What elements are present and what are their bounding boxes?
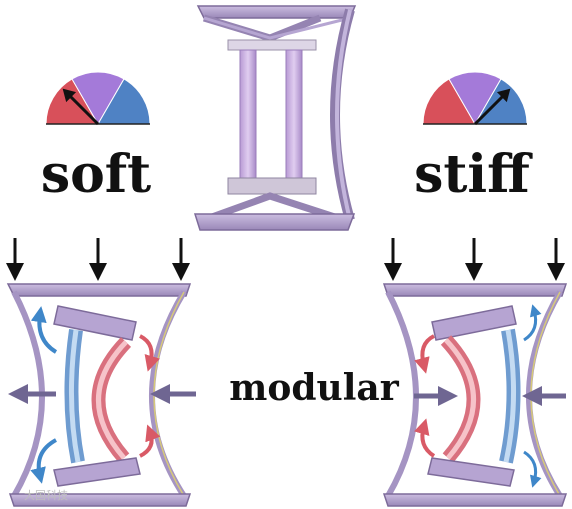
rotation-arrow-red <box>414 418 436 458</box>
modular-label: modular <box>229 367 399 409</box>
center-lower-crossbar <box>227 177 317 195</box>
center-top-brace-highlight <box>203 16 351 40</box>
center-unit-cell <box>193 5 357 231</box>
soft-blue-column-highlight <box>68 329 81 463</box>
soft-deformed-cell <box>6 238 196 507</box>
center-left-column <box>239 49 257 179</box>
center-upper-crossbar <box>227 39 317 51</box>
stiff-bottom-plate <box>382 493 568 507</box>
soft-left-wall <box>11 290 45 498</box>
gauge-needle <box>65 91 100 126</box>
rotation-arrow-blue <box>30 438 58 484</box>
rotation-arrow-red <box>139 424 161 458</box>
rotation-arrow-red <box>139 334 160 372</box>
watermark-text: 大国科技 <box>24 488 68 502</box>
stiff-compression-arrows <box>384 238 565 281</box>
rotation-arrow-blue <box>30 306 58 354</box>
rotation-arrow-blue <box>523 450 542 488</box>
soft-compression-arrows <box>6 238 190 281</box>
center-right-curved-wall-highlight <box>335 9 352 221</box>
center-right-column <box>285 49 303 179</box>
rotation-arrow-red <box>414 334 436 374</box>
soft-lower-crossbar <box>53 457 141 487</box>
center-bottom-plate <box>193 213 356 231</box>
soft-top-plate <box>6 283 192 297</box>
gauge-segment <box>422 78 476 125</box>
soft-upper-crossbar <box>53 305 137 341</box>
soft-gauge <box>45 71 151 126</box>
center-top-plate <box>196 5 357 19</box>
rotation-arrow-blue <box>523 304 542 342</box>
stiff-red-column-highlight <box>444 338 476 460</box>
gauge-segment <box>97 78 151 125</box>
soft-bottom-plate <box>8 493 192 507</box>
stiff-blue-column-highlight <box>503 329 516 463</box>
stiff-top-plate <box>382 283 568 297</box>
stiff-gauge <box>422 71 528 126</box>
stiff-label: stiff <box>414 144 533 205</box>
stiff-lower-crossbar <box>427 457 515 487</box>
soft-red-column-highlight <box>96 340 128 460</box>
gauge-needle-head <box>62 88 77 103</box>
gauge-needle <box>473 91 508 126</box>
gauge-needle-head <box>496 88 511 103</box>
gauge-segment <box>448 71 502 125</box>
gauge-segment <box>71 71 125 125</box>
stiff-upper-crossbar <box>431 305 517 341</box>
soft-label: soft <box>41 144 151 205</box>
stiff-deformed-cell <box>382 238 568 507</box>
